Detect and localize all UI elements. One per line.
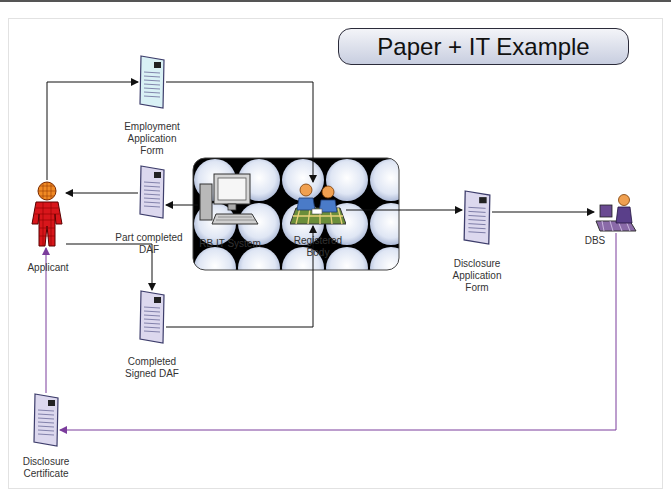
registered-body-area: [193, 158, 399, 270]
flow-arrow: [66, 193, 138, 194]
flow-arrow: [346, 210, 462, 211]
document-icon-node: Disclosure Certificate: [32, 393, 60, 447]
person-node: Applicant: [28, 180, 66, 248]
document-icon-node: Employment Application Form: [138, 55, 166, 109]
diagram-title: Paper + IT Example: [338, 28, 629, 65]
node-icon: [290, 182, 346, 226]
node-icon: [32, 393, 60, 447]
page-frame: [9, 19, 663, 489]
person-desk-node: DBS: [594, 193, 638, 233]
flow-arrow: [492, 212, 594, 213]
node-icon: [28, 180, 66, 248]
node-label: Completed Signed DAF: [124, 356, 180, 380]
node-icon: [198, 172, 262, 232]
flow-arrow: [166, 205, 198, 206]
people-node: Registered Body: [290, 182, 346, 226]
flow-arrow: [166, 82, 313, 182]
top-rule: [0, 0, 671, 2]
node-label: Employment Application Form: [121, 121, 183, 157]
computer-node: RB IT System: [198, 172, 262, 232]
flow-arrow: [60, 233, 616, 430]
document-icon-node: Disclosure Application Form: [462, 190, 492, 245]
node-label: Disclosure Certificate: [15, 456, 77, 480]
node-label: Disclosure Application Form: [446, 258, 508, 294]
node-icon: [462, 190, 492, 245]
node-icon: [138, 290, 166, 344]
node-icon: [138, 55, 166, 109]
node-label: Part completed DAF: [104, 232, 194, 256]
node-label: RB IT System: [190, 238, 270, 250]
document-icon-node: Part completed DAF: [138, 165, 166, 219]
node-label: Applicant: [13, 262, 83, 274]
node-label: Registered Body: [283, 235, 353, 259]
document-icon-node: Completed Signed DAF: [138, 290, 166, 344]
node-icon: [138, 165, 166, 219]
node-label: DBS: [575, 235, 615, 247]
node-icon: [594, 193, 638, 233]
flow-arrow: [166, 226, 313, 327]
